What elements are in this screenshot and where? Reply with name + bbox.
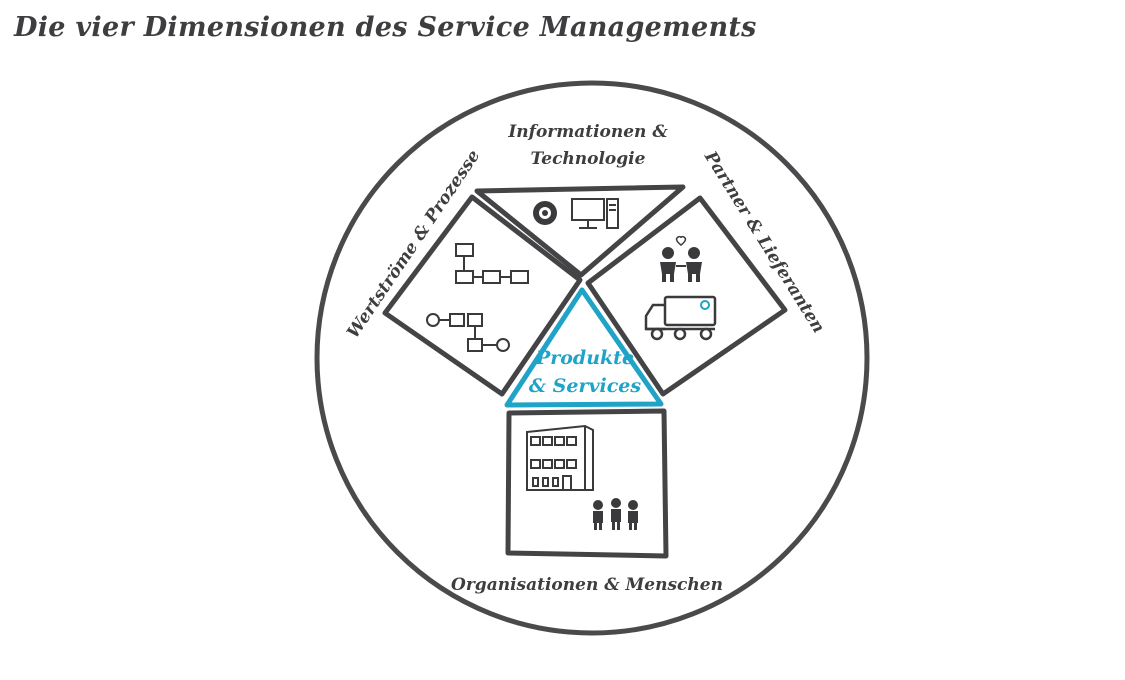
building-icon xyxy=(526,424,594,491)
information-technology-segment xyxy=(474,184,686,278)
organizations-people-segment xyxy=(505,408,669,559)
label-information-technology-1: Informationen & xyxy=(507,122,668,142)
label-products-line1: Produkte xyxy=(535,347,634,369)
outer-circle xyxy=(314,80,870,636)
partners-suppliers-segment xyxy=(585,195,788,397)
cd-icon xyxy=(533,201,557,225)
value-streams-segment xyxy=(382,194,583,397)
computer-tower-icon xyxy=(606,198,619,229)
label-partners-suppliers: Partner & Lieferanten xyxy=(700,147,829,337)
people-group-icon xyxy=(593,498,638,530)
heart-icon xyxy=(675,235,687,246)
truck-icon xyxy=(644,295,717,341)
label-organizations-people: Organisationen & Menschen xyxy=(451,575,723,595)
monitor-icon xyxy=(571,198,605,229)
products-services-triangle xyxy=(504,287,664,408)
flowchart-icon xyxy=(426,243,529,352)
label-information-technology-2: Technologie xyxy=(531,149,646,169)
partners-icon xyxy=(660,247,702,282)
label-products-line2: & Services xyxy=(529,375,642,397)
page-title: Die vier Dimensionen des Service Managem… xyxy=(14,12,757,43)
